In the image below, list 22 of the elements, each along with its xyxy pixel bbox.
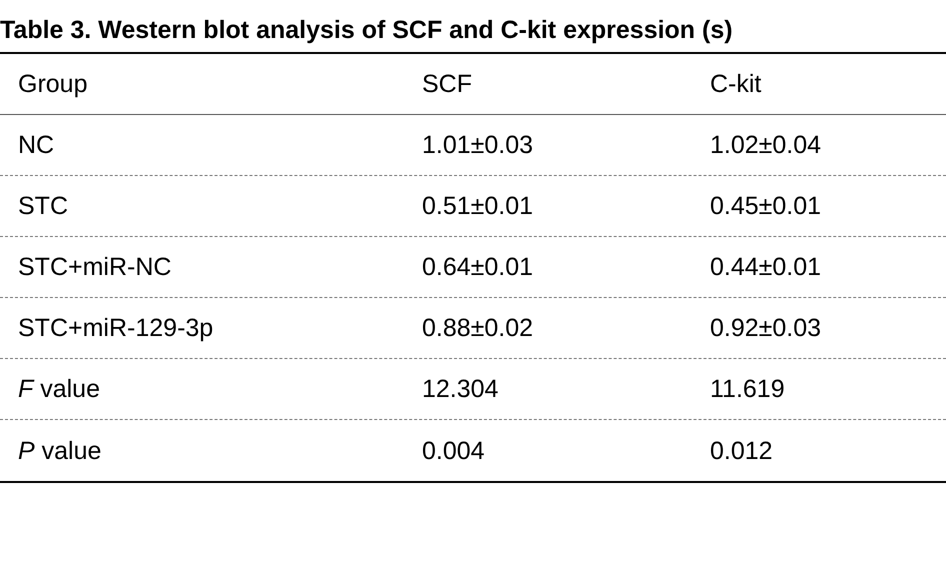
table-cell-value: 0.44±0.01 [710, 253, 822, 281]
row-label: STC [18, 192, 68, 220]
table-title: Table 3. Western blot analysis of SCF and C-kit expression (s) [0, 15, 733, 46]
table-cell-value: 0.64±0.01 [422, 253, 534, 281]
table-cell-value: 1.01±0.03 [422, 131, 534, 159]
table-cell-value: 0.45±0.01 [710, 192, 822, 220]
table-cell-value: 0.004 [422, 436, 485, 464]
table-cell-value: 0.92±0.03 [710, 314, 822, 342]
column-header: SCF [422, 70, 472, 98]
row-label: P value [18, 436, 102, 464]
table-cell-value: 12.304 [422, 375, 498, 403]
column-header: C-kit [710, 70, 762, 98]
table-cell-value: 0.51±0.01 [422, 192, 534, 220]
row-label: STC+miR-NC [18, 253, 172, 281]
table-cell-value: 1.02±0.04 [710, 131, 822, 159]
column-header: Group [18, 70, 88, 98]
table-cell-value: 0.012 [710, 436, 773, 464]
table-cell-value: 11.619 [710, 375, 785, 403]
row-label: STC+miR-129-3p [18, 314, 214, 342]
row-label: F value [18, 375, 100, 403]
row-label: NC [18, 131, 54, 159]
table-cell-value: 0.88±0.02 [422, 314, 534, 342]
